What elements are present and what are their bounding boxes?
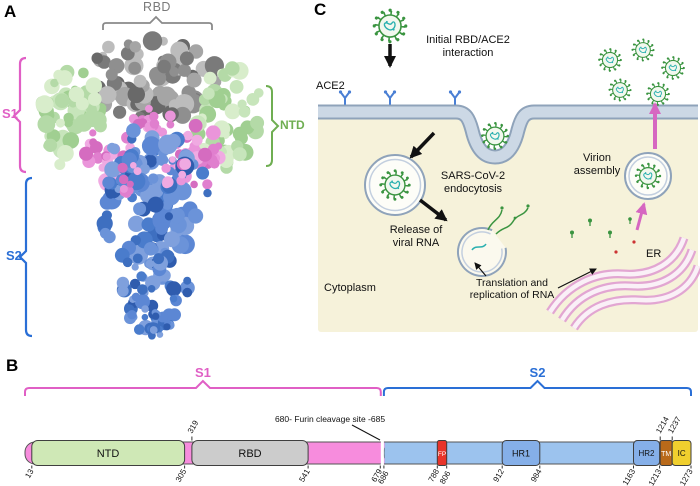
ntd-bracket (265, 85, 280, 167)
released-virion (608, 78, 632, 102)
panel-b-domain-map: S1 S2 680- Furin cleavage site -685 319 … (0, 352, 700, 486)
residue-tick: 305 (174, 467, 189, 484)
ntd-domain (31, 440, 186, 466)
translation-pointer-left (474, 262, 487, 277)
endoplasmic-reticulum (546, 236, 700, 331)
domain-label: RBD (238, 448, 261, 460)
ntd-label: NTD (280, 118, 305, 132)
released-virion (597, 47, 623, 73)
translation-pointer-right (557, 268, 597, 289)
endocytosis-label: SARS-CoV-2 endocytosis (440, 170, 506, 195)
s1-label: S1 (2, 106, 18, 121)
translation-label: Translation and replication of RNA (469, 277, 555, 302)
free-virion (374, 10, 406, 42)
s2-bracket (18, 176, 33, 338)
domain-label: FP (438, 451, 446, 458)
bottom-ticks (31, 465, 692, 469)
domain-label: IC (678, 449, 686, 458)
ribosome-dot (632, 240, 636, 244)
domain-label: NTD (97, 448, 120, 460)
interaction-label: Initial RBD/ACE2 interaction (426, 34, 510, 59)
residue-tick: 984 (529, 467, 544, 484)
residue-tick: 912 (491, 467, 506, 484)
released-virion (645, 81, 671, 107)
furin-cleavage-label: 680- Furin cleavage site -685 (275, 414, 385, 424)
viral-rna-strands (471, 204, 530, 251)
furin-cleavage-site (380, 441, 384, 465)
rna-release-vesicle (456, 227, 507, 277)
hr2-domain (633, 440, 661, 466)
ace2-label: ACE2 (316, 80, 345, 92)
residue-tick: 1163 (621, 467, 638, 486)
domain-boxes (31, 440, 692, 466)
rbd-bracket (102, 15, 213, 30)
furin-pointer-line (351, 424, 381, 441)
s1-bracket (12, 56, 27, 174)
s1-brace (24, 379, 382, 396)
panel-a-spike-structure: A RBD S1 S2 NTD (0, 0, 310, 352)
residue-tick: 319 (186, 418, 201, 435)
cytoplasm-label: Cytoplasm (324, 282, 376, 294)
endocytosis-arrow (409, 131, 436, 159)
er-label: ER (646, 248, 662, 260)
hr1-domain (501, 440, 541, 466)
ace2-receptor (447, 89, 463, 105)
panel-c-cell-diagram: C Initial RBD/ACE2 interaction ACE2 SARS… (310, 0, 700, 352)
s2-region-label: S2 (530, 365, 546, 380)
rbd-label: RBD (143, 0, 171, 14)
residue-tick: 541 (297, 467, 312, 484)
panel-c-label: C (314, 0, 327, 19)
panel-b-label: B (6, 356, 19, 375)
residue-tick: 1213 (647, 467, 664, 486)
assembly-arrow (635, 202, 648, 231)
domain-map-canvas: S1 S2 680- Furin cleavage site -685 319 … (23, 365, 695, 486)
release-arrow (418, 198, 448, 222)
assembly-label: Virion assembly (573, 152, 621, 177)
ribosome-dot (614, 250, 618, 254)
residue-tick: 13 (23, 467, 36, 480)
domain-label: HR2 (638, 449, 655, 458)
spike-structure-canvas (12, 15, 280, 340)
ace2-receptor (382, 89, 398, 105)
fp-domain (436, 440, 448, 466)
residue-tick: 1273 (678, 467, 695, 486)
domain-label: TM (661, 451, 671, 458)
domain-label: HR1 (512, 449, 530, 459)
ic-domain (671, 440, 692, 466)
release-label: Release of viral RNA (389, 224, 443, 249)
process-arrows (384, 44, 661, 289)
rbd-domain (191, 440, 309, 466)
top-ticks (191, 436, 673, 441)
cell-diagram-canvas (318, 0, 700, 332)
residue-tick: 1237 (666, 415, 683, 435)
panel-a-label: A (4, 2, 17, 21)
s1-region-label: S1 (195, 365, 211, 380)
spike-protein-rendering (35, 31, 265, 340)
s2-brace (382, 379, 692, 396)
released-virion (631, 38, 655, 62)
s2-label: S2 (6, 248, 22, 263)
released-virion (660, 55, 686, 81)
plasma-membrane (318, 104, 698, 165)
